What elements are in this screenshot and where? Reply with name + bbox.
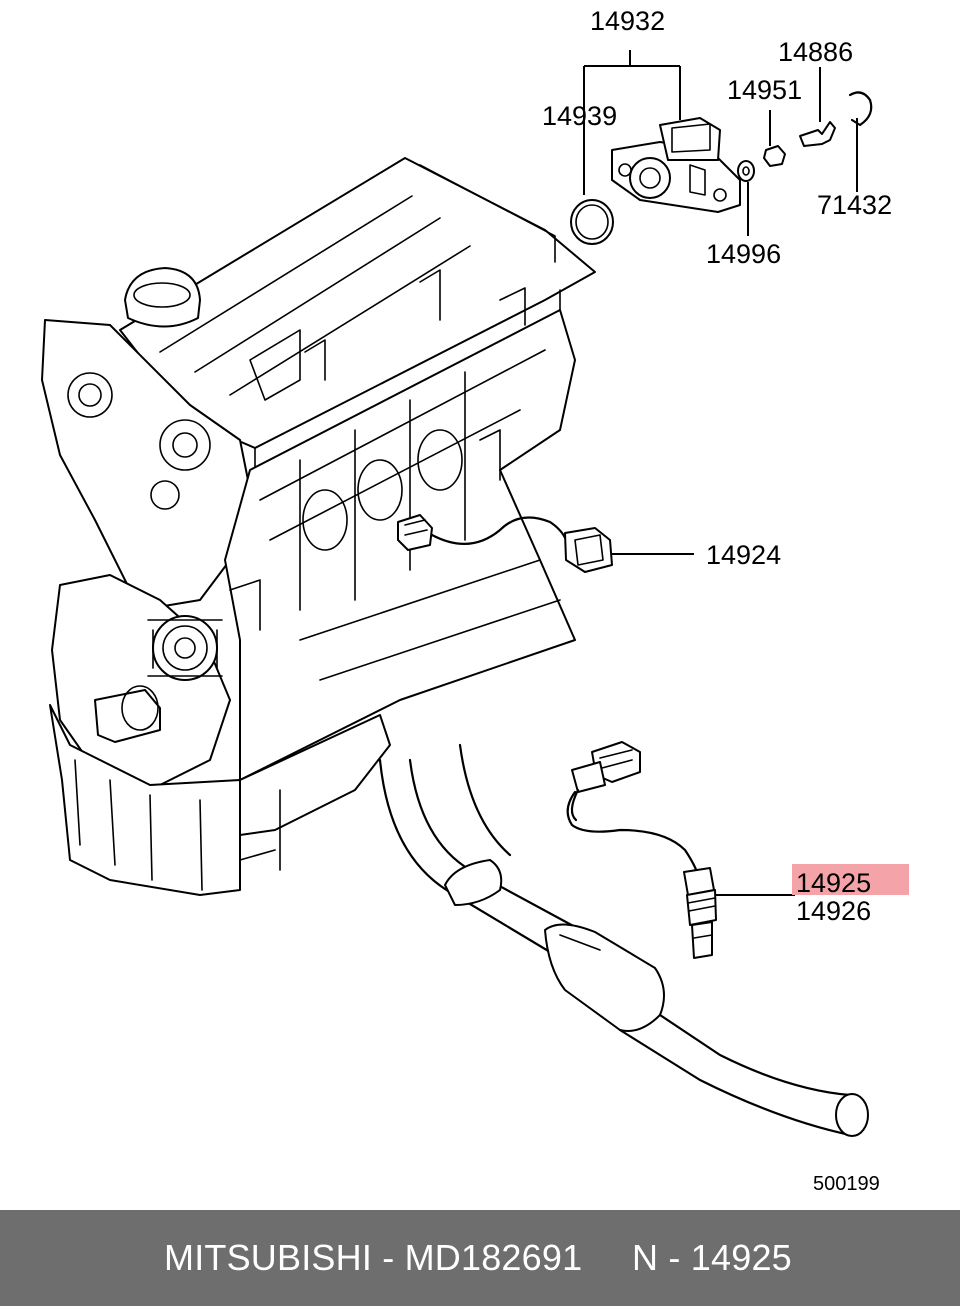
footer-bar: MITSUBISHI - MD182691 N - 14925: [0, 1210, 960, 1306]
callout-14932: 14932: [590, 6, 665, 36]
leader-lines: [583, 50, 858, 896]
o-ring-part: [570, 199, 614, 245]
diagram-code: 500199: [813, 1173, 880, 1195]
callout-14996: 14996: [706, 239, 781, 269]
callout-14925: 14925: [796, 868, 871, 898]
footer-reference-number: N - 14925: [632, 1237, 792, 1278]
bolt-part: [799, 121, 836, 147]
callout-14924: 14924: [706, 540, 781, 570]
engine-illustration: [41, 157, 596, 896]
callout-14926: 14926: [796, 896, 871, 926]
callout-highlight: [792, 864, 909, 895]
callout-14951: 14951: [727, 75, 802, 105]
exhaust-pipe-illustration: [378, 743, 869, 1137]
callout-14886: 14886: [778, 37, 853, 67]
callout-14939: 14939: [542, 101, 617, 131]
parts-diagram: 14932 14939 14886 14951 71432 14996 1492…: [41, 6, 909, 1195]
throttle-position-sensor-assembly: [570, 91, 873, 245]
callout-71432: 71432: [817, 190, 892, 220]
upper-oxygen-sensor: [397, 514, 613, 573]
washer-part: [737, 160, 755, 182]
nut-part: [763, 145, 786, 167]
clip-part: [848, 91, 873, 127]
footer-brand-part-number: MITSUBISHI - MD182691: [164, 1237, 583, 1278]
lower-oxygen-sensor: [566, 741, 717, 959]
